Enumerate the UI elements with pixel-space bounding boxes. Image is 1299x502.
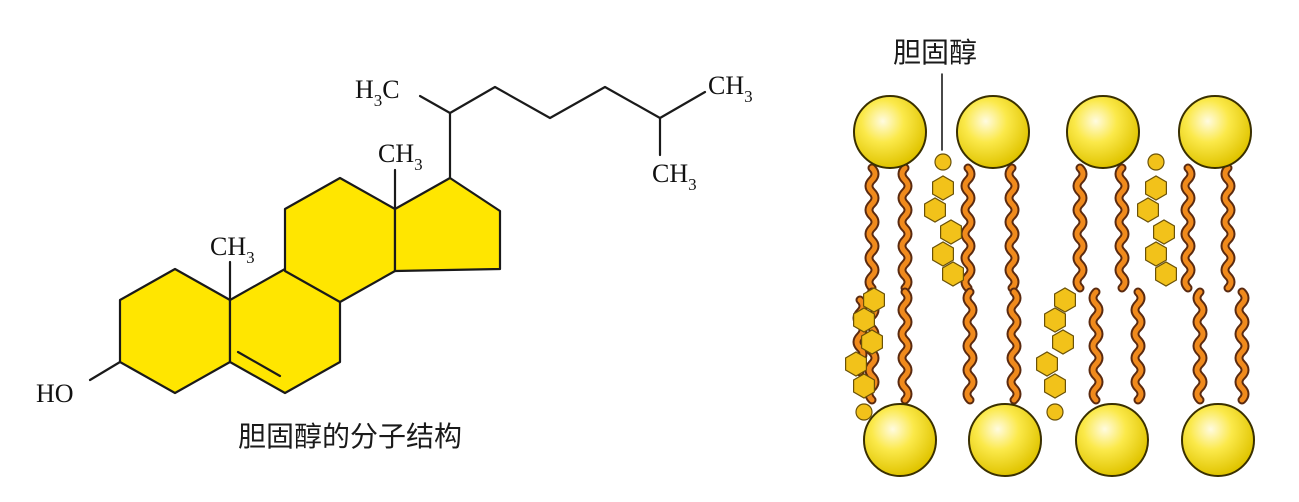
cholesterol-ring bbox=[1053, 287, 1077, 313]
lipid-tail-inner bbox=[1116, 165, 1128, 291]
ho-label: HO bbox=[36, 379, 74, 408]
lipid-tail-inner bbox=[1132, 289, 1144, 403]
ring-d bbox=[393, 176, 502, 273]
cholesterol-structure: HO CH3 CH3 H3C CH3 CH3 胆固醇的分子结构 bbox=[36, 71, 753, 453]
cholesterol-ring bbox=[1043, 307, 1067, 333]
membrane-diagram: 胆固醇 bbox=[844, 36, 1255, 477]
cholesterol-ring bbox=[1043, 373, 1067, 399]
lipid-tail-inner bbox=[1194, 289, 1206, 403]
lipid-tails bbox=[852, 163, 1250, 405]
h3c-label: H3C bbox=[355, 75, 400, 110]
cholesterol-ring bbox=[939, 219, 963, 245]
cholesterol-ring bbox=[941, 261, 965, 287]
phospholipid-head bbox=[956, 95, 1030, 169]
ch3-bottom-label: CH3 bbox=[652, 159, 697, 194]
lipid-tail-inner bbox=[964, 289, 976, 403]
side-chain-h3c-bond bbox=[418, 94, 452, 115]
cholesterol-molecule bbox=[1136, 153, 1178, 287]
phospholipid-heads bbox=[853, 95, 1255, 477]
molecule-caption: 胆固醇的分子结构 bbox=[238, 420, 462, 453]
cholesterol-ring bbox=[931, 241, 955, 267]
lipid-tail-inner bbox=[866, 165, 878, 291]
ring-a bbox=[118, 267, 232, 395]
cholesterol-hydroxyl bbox=[934, 153, 952, 171]
lipid-tail-inner bbox=[1074, 165, 1086, 291]
cholesterol-label: 胆固醇 bbox=[893, 36, 977, 69]
cholesterol-molecule bbox=[923, 153, 965, 287]
phospholipid-head bbox=[1178, 95, 1252, 169]
cholesterol-ring bbox=[1152, 219, 1176, 245]
ho-bond bbox=[88, 360, 122, 382]
cholesterol-ring bbox=[931, 175, 955, 201]
cholesterol-ring bbox=[1136, 197, 1160, 223]
phospholipid-head bbox=[1181, 403, 1255, 477]
lipid-tail-inner bbox=[1006, 165, 1018, 291]
cholesterol-ring bbox=[860, 329, 884, 355]
cholesterol-ring bbox=[852, 307, 876, 333]
cholesterol-ring bbox=[1144, 241, 1168, 267]
cholesterol-molecule bbox=[1035, 287, 1077, 421]
cholesterol-hydroxyl bbox=[1046, 403, 1064, 421]
c13-methyl-label: CH3 bbox=[378, 139, 423, 174]
phospholipid-head bbox=[968, 403, 1042, 477]
cholesterol-ring bbox=[852, 373, 876, 399]
lipid-tail-inner bbox=[1182, 165, 1194, 291]
phospholipid-head bbox=[853, 95, 927, 169]
phospholipid-head bbox=[863, 403, 937, 477]
cholesterol-ring bbox=[1144, 175, 1168, 201]
cholesterol-ring bbox=[1051, 329, 1075, 355]
cholesterol-molecules bbox=[844, 153, 1178, 421]
lipid-tail-inner bbox=[899, 165, 911, 291]
lipid-tail-inner bbox=[1222, 165, 1234, 291]
ch3-top-label: CH3 bbox=[708, 71, 753, 106]
cholesterol-ring bbox=[862, 287, 886, 313]
lipid-tail-inner bbox=[1236, 289, 1248, 403]
cholesterol-ring bbox=[923, 197, 947, 223]
cholesterol-molecule bbox=[844, 287, 886, 421]
phospholipid-head bbox=[1075, 403, 1149, 477]
lipid-tail-inner bbox=[899, 289, 911, 403]
c10-methyl-label: CH3 bbox=[210, 232, 255, 267]
cholesterol-ring bbox=[844, 351, 868, 377]
cholesterol-ring bbox=[1154, 261, 1178, 287]
cholesterol-hydroxyl bbox=[855, 403, 873, 421]
lipid-tail-inner bbox=[962, 165, 974, 291]
double-bond bbox=[236, 350, 282, 378]
lipid-tail-inner bbox=[1090, 289, 1102, 403]
lipid-tail-inner bbox=[1008, 289, 1020, 403]
cholesterol-ring bbox=[1035, 351, 1059, 377]
phospholipid-head bbox=[1066, 95, 1140, 169]
cholesterol-hydroxyl bbox=[1147, 153, 1165, 171]
